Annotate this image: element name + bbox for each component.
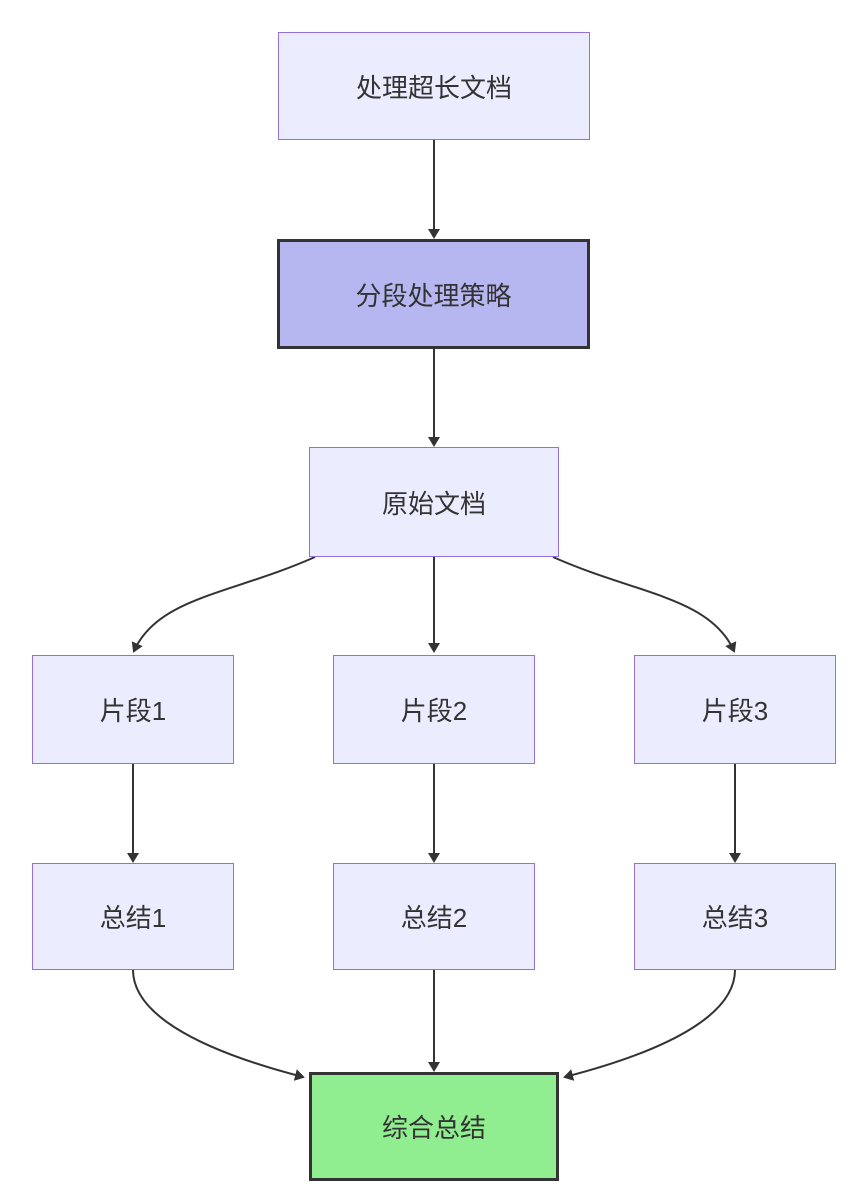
node-summary-2: 总结2 [333,863,535,970]
node-final-summary: 综合总结 [309,1072,559,1181]
node-original-document: 原始文档 [309,447,559,557]
node-segmentation-strategy: 分段处理策略 [277,239,590,349]
node-label: 总结2 [400,903,468,933]
edge-original-to-fragment-1 [131,556,316,653]
edge-summary-3-to-final [563,969,736,1081]
node-process-long-document: 处理超长文档 [278,32,590,140]
edge-original-to-fragment-3 [552,556,737,653]
node-label: 分段处理策略 [355,280,512,311]
node-summary-3: 总结3 [634,863,836,970]
node-label: 片段1 [99,696,167,726]
node-fragment-3: 片段3 [634,655,836,764]
node-label: 片段3 [701,696,769,726]
edge-summary-1-to-final [132,969,305,1081]
node-label: 片段2 [400,696,468,726]
node-label: 综合总结 [381,1113,486,1143]
node-label: 总结3 [701,903,769,933]
node-summary-1: 总结1 [32,863,234,970]
node-fragment-2: 片段2 [333,655,535,764]
node-fragment-1: 片段1 [32,655,234,764]
node-label: 总结1 [99,903,167,933]
node-label: 原始文档 [381,488,486,519]
node-label: 处理超长文档 [355,72,512,103]
